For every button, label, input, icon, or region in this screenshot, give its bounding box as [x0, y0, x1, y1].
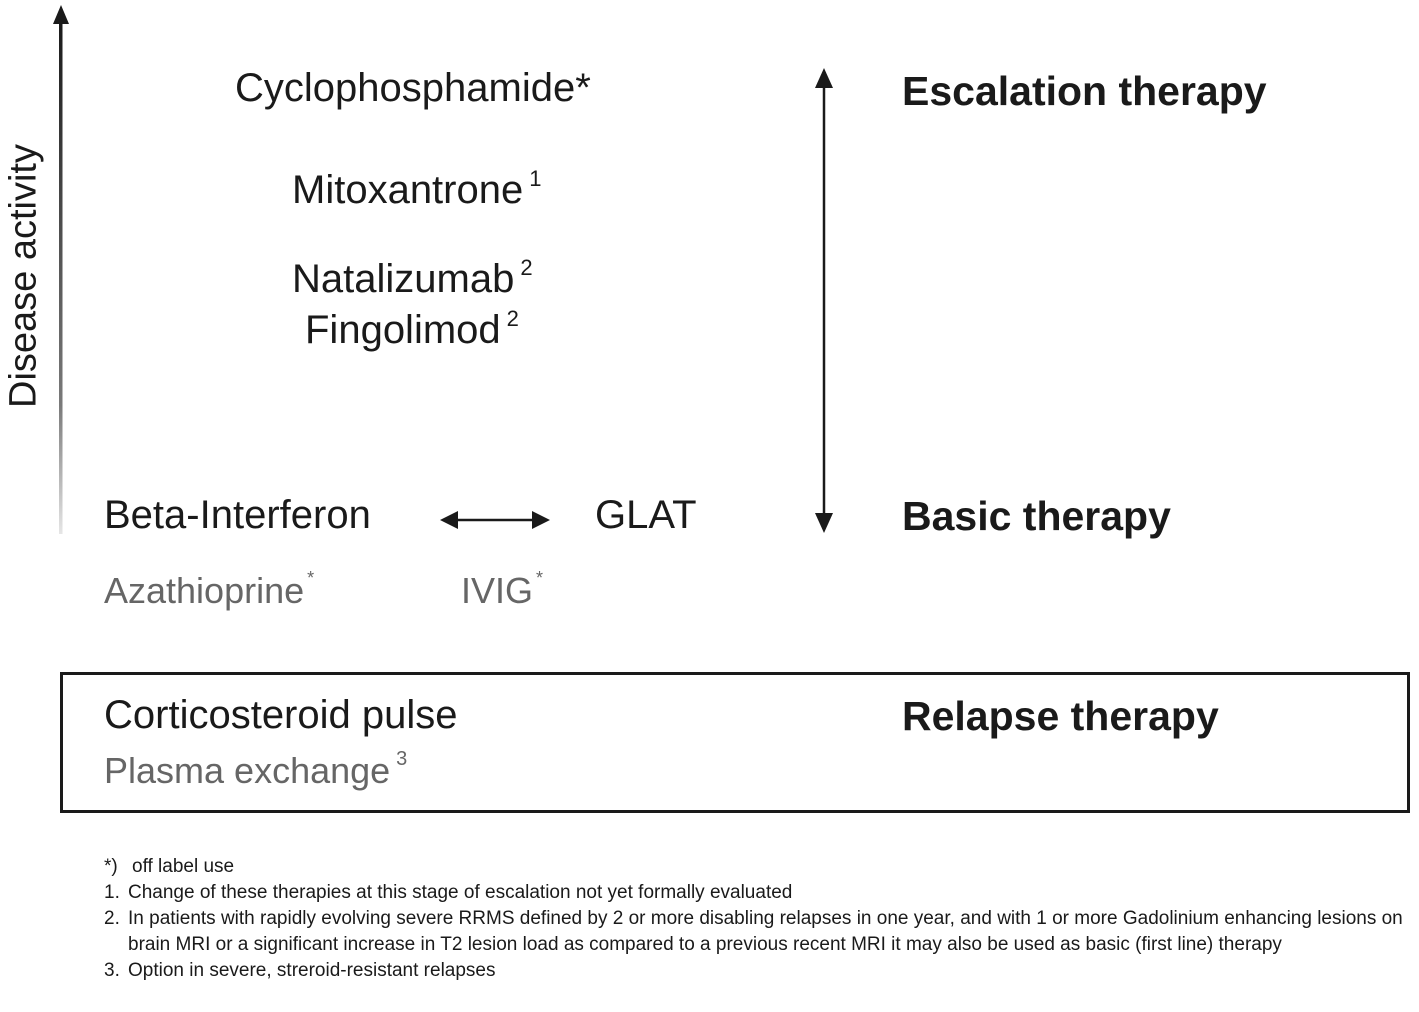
footnote-ref: 2	[506, 306, 519, 331]
footnote-marker: *)	[104, 856, 118, 877]
drug-name: Fingolimod	[305, 308, 501, 352]
drug-name: Plasma exchange	[104, 750, 391, 791]
heading-basic-therapy: Basic therapy	[902, 493, 1171, 539]
footnote-text: In patients with rapidly evolving severe…	[128, 908, 1403, 955]
disease-activity-axis	[53, 5, 69, 534]
footnote-item: *) off label use	[104, 854, 1414, 880]
footnote-marker: 2.	[104, 908, 120, 929]
footnote-ref: *	[307, 568, 315, 588]
footnote-item: 1. Change of these therapies at this sta…	[104, 880, 1414, 906]
heading-escalation-therapy: Escalation therapy	[902, 68, 1267, 114]
footnote-item: 2. In patients with rapidly evolving sev…	[104, 906, 1414, 958]
footnote-ref: *	[536, 568, 544, 588]
drug-name: IVIG	[461, 570, 534, 611]
drug-azathioprine: Azathioprine*	[104, 568, 315, 612]
drug-name: Mitoxantrone	[292, 168, 524, 212]
switch-double-arrow	[440, 511, 550, 529]
footnote-ref: 3	[396, 748, 408, 770]
escalation-double-arrow	[815, 68, 833, 533]
footnote-ref: 1	[529, 166, 542, 191]
footnote-marker: 3.	[104, 960, 120, 981]
heading-relapse-therapy: Relapse therapy	[902, 693, 1219, 739]
footnote-ref: 2	[520, 255, 533, 280]
axis-label: Disease activity	[2, 144, 45, 408]
drug-beta-interferon: Beta-Interferon	[104, 493, 371, 537]
footnote-item: 3. Option in severe, streroid-resistant …	[104, 958, 1414, 984]
footnote-marker: 1.	[104, 882, 120, 903]
drug-ivig: IVIG*	[461, 568, 544, 612]
relapse-therapy-box	[60, 672, 1410, 813]
drug-cyclophosphamide: Cyclophosphamide*	[235, 66, 591, 111]
footnote-text: off label use	[132, 856, 235, 877]
drug-name: Natalizumab	[292, 257, 515, 301]
drug-corticosteroid-pulse: Corticosteroid pulse	[104, 693, 458, 737]
drug-name: Azathioprine	[104, 570, 305, 611]
footnote-text: Option in severe, streroid-resistant rel…	[128, 960, 496, 981]
drug-glat: GLAT	[595, 493, 697, 537]
footnote-text: Change of these therapies at this stage …	[128, 882, 793, 903]
drug-name: Cyclophosphamide*	[235, 66, 591, 110]
footnotes: *) off label use 1. Change of these ther…	[104, 854, 1414, 984]
